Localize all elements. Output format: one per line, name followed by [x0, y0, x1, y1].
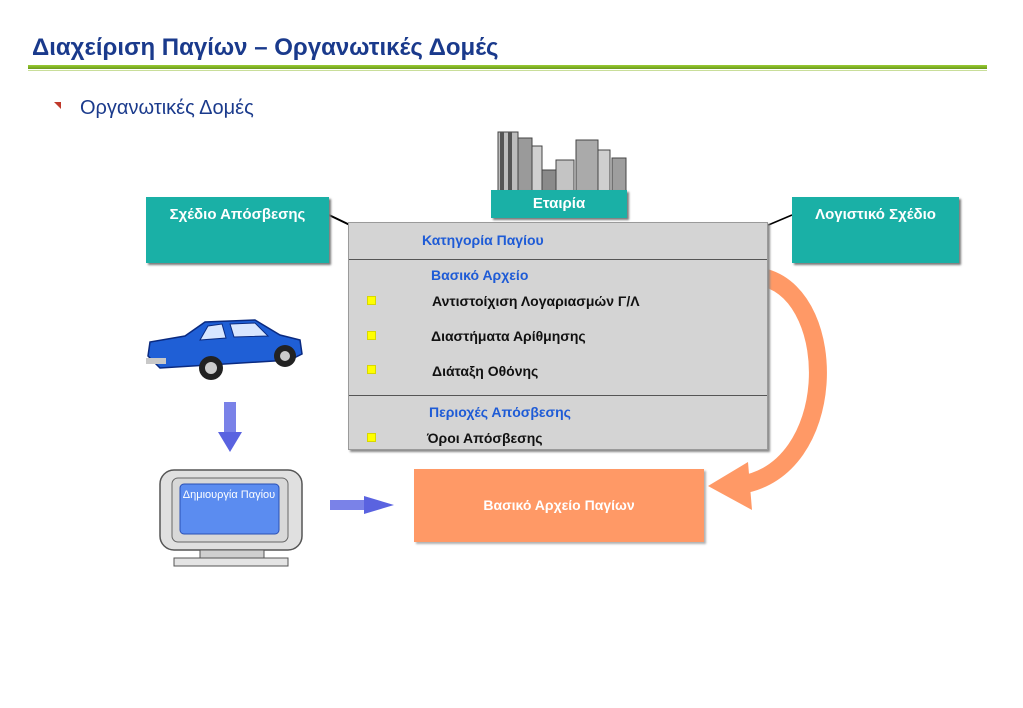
- monitor-icon: [159, 469, 303, 567]
- create-asset-label: Δημιουργία Παγίου: [182, 489, 276, 501]
- chart-of-accounts-box: Λογιστικό Σχέδιο: [792, 197, 959, 263]
- master-item: Αντιστοίχιση Λογαριασμών Γ/Λ: [432, 293, 640, 309]
- title-underline: [28, 65, 987, 69]
- company-box: Εταιρία: [491, 190, 627, 218]
- master-item: Διαστήματα Αρίθμησης: [431, 328, 586, 344]
- bullet-icon: [47, 102, 61, 109]
- title-underline-light: [28, 70, 987, 71]
- bullet-icon: [367, 433, 376, 442]
- car-icon: [146, 319, 303, 380]
- page-title: Διαχείριση Παγίων – Οργανωτικές Δομές: [32, 34, 499, 61]
- building-icon: [497, 131, 627, 193]
- asset-class-heading: Κατηγορία Παγίου: [422, 232, 544, 248]
- bullet-icon: [367, 296, 376, 305]
- areas-item: Όροι Απόσβεσης: [427, 430, 543, 446]
- down-arrow-icon: [218, 402, 242, 452]
- depreciation-schedule-box: Σχέδιο Απόσβεσης: [146, 197, 329, 263]
- master-data-heading: Βασικό Αρχείο: [431, 267, 529, 283]
- depreciation-areas-heading: Περιοχές Απόσβεσης: [429, 404, 571, 420]
- panel-divider-2: [349, 395, 767, 396]
- panel-divider-1: [349, 259, 767, 260]
- bullet-icon: [367, 365, 376, 374]
- asset-class-panel: Κατηγορία Παγίου Βασικό Αρχείο Αντιστοίχ…: [348, 222, 768, 450]
- right-arrow-icon: [330, 496, 394, 514]
- curved-arrow-icon: [708, 269, 827, 510]
- master-item: Διάταξη Οθόνης: [432, 363, 539, 379]
- asset-master-box: Βασικό Αρχείο Παγίων: [414, 469, 704, 542]
- connector-right: [765, 214, 793, 227]
- bullet-icon: [367, 331, 376, 340]
- section-subtitle: Οργανωτικές Δομές: [80, 97, 254, 119]
